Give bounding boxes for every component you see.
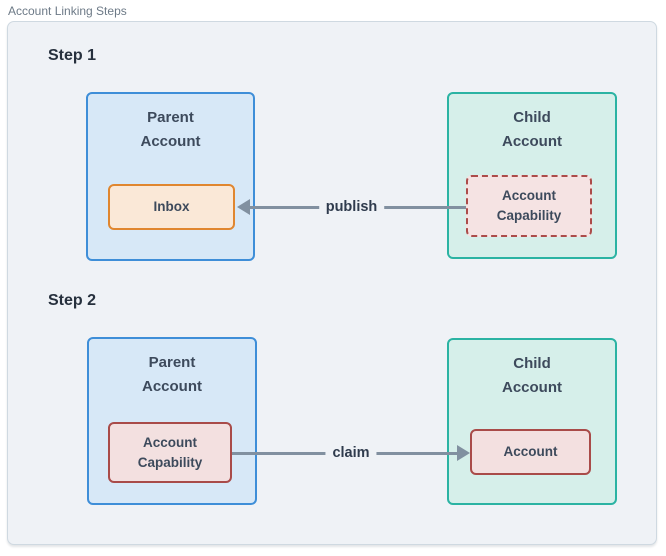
arrowhead-right-icon [457,445,470,461]
claim-arrow: claim [232,445,470,461]
step2-parent-account-title: Parent Account [142,354,202,395]
publish-arrow-label: publish [318,199,385,215]
step1-inbox-node: Inbox [108,184,235,230]
publish-arrow: publish [237,199,466,215]
step1-parent-account-node: Parent Account Inbox [86,92,255,261]
step-2-label: Step 2 [48,292,97,309]
step1-parent-account-title: Parent Account [140,109,201,150]
step1-child-account-node: Child Account Account Capability [447,92,617,259]
arrowhead-left-icon [237,199,250,215]
step2-child-account-title: Child Account [502,355,562,396]
step1-account-capability-node: Account Capability [466,175,592,237]
step2-account-capability-node: Account Capability [108,422,232,483]
step2-account-node: Account [470,429,591,475]
step1-child-account-title: Child Account [502,109,562,150]
step2-parent-account-node: Parent Account Account Capability [87,337,257,505]
step-1-label: Step 1 [48,47,97,64]
claim-arrow-label: claim [325,445,377,461]
step2-child-account-node: Child Account Account [447,338,617,505]
diagram-panel-title: Account Linking Steps [8,4,127,18]
